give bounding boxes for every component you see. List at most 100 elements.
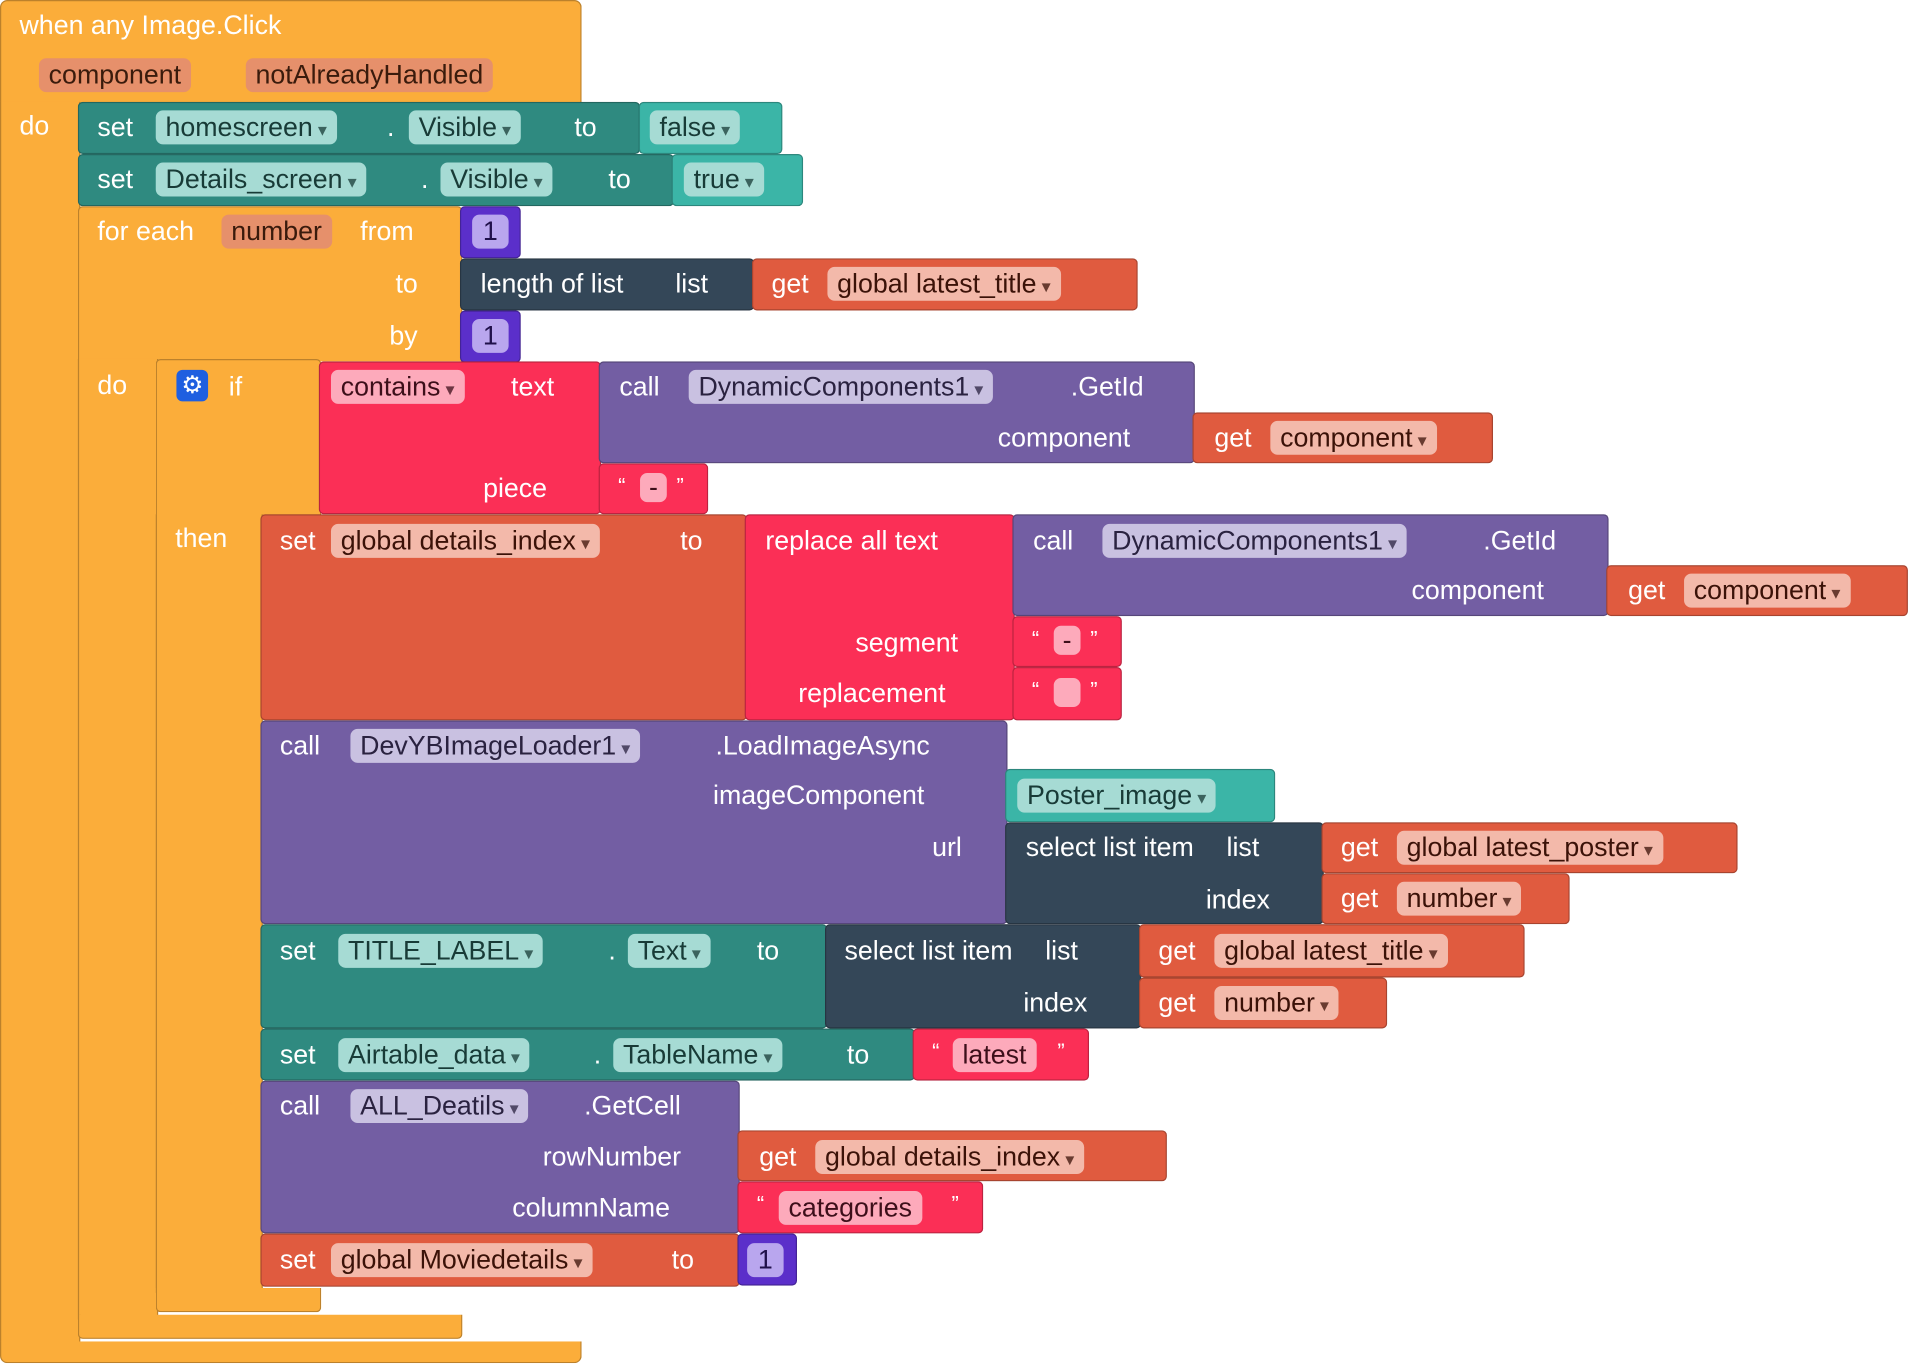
- load-image-method: .LoadImageAsync: [715, 730, 930, 761]
- true-value-dropdown[interactable]: true: [683, 162, 764, 197]
- for-each-footer: [77, 1314, 463, 1339]
- to-keyword: to: [846, 1039, 870, 1070]
- number-var-dropdown[interactable]: number: [1396, 881, 1522, 916]
- open-quote: “: [618, 474, 626, 499]
- moviedetails-number-value[interactable]: 1: [747, 1243, 784, 1278]
- all-details-dropdown[interactable]: ALL_Deatils: [350, 1089, 529, 1124]
- details-index-var-dropdown[interactable]: global details_index: [330, 523, 600, 558]
- set-keyword: set: [279, 1039, 316, 1070]
- close-quote: ”: [1090, 677, 1098, 703]
- if-keyword: if: [228, 371, 243, 402]
- for-each-var[interactable]: number: [221, 214, 332, 249]
- set-keyword: set: [97, 111, 134, 142]
- to-keyword: to: [671, 1244, 695, 1275]
- event-block-footer: [0, 1341, 582, 1364]
- dot-separator: .: [386, 111, 395, 142]
- image-loader-dropdown[interactable]: DevYBImageLoader1: [350, 728, 641, 763]
- event-param-component[interactable]: component: [38, 58, 191, 93]
- airtable-component-dropdown[interactable]: Airtable_data: [338, 1038, 530, 1073]
- for-each-do-label: do: [97, 369, 128, 401]
- call-keyword: call: [279, 1090, 321, 1121]
- replace-all-text-block[interactable]: [744, 514, 1015, 721]
- component-label: component: [1411, 574, 1544, 606]
- component-var-dropdown[interactable]: component: [1270, 420, 1437, 455]
- get-keyword: get: [1628, 574, 1666, 606]
- open-quote: “: [756, 1192, 765, 1217]
- call-keyword: call: [1033, 525, 1074, 556]
- event-block-body: [0, 101, 81, 1344]
- text-label: text: [511, 371, 555, 402]
- replacement-label: replacement: [798, 677, 946, 709]
- set-keyword: set: [97, 163, 134, 195]
- set-keyword: set: [279, 1244, 316, 1275]
- event-param-notalreadyhandled[interactable]: notAlreadyHandled: [245, 58, 493, 93]
- get-keyword: get: [1158, 987, 1196, 1018]
- piece-string-value[interactable]: -: [640, 472, 667, 503]
- replace-all-text-label: replace all text: [765, 525, 938, 556]
- set-keyword: set: [279, 525, 316, 556]
- title-label-dropdown[interactable]: TITLE_LABEL: [338, 933, 544, 968]
- list-label: list: [675, 268, 709, 299]
- get-keyword: get: [771, 268, 809, 299]
- latest-poster-var-dropdown[interactable]: global latest_poster: [1396, 830, 1663, 865]
- contains-dropdown[interactable]: contains: [330, 369, 465, 404]
- details-component-dropdown[interactable]: Details_screen: [155, 162, 367, 197]
- event-title: when any Image.Click: [19, 9, 282, 41]
- columnname-label: columnName: [512, 1192, 670, 1223]
- moviedetails-var-dropdown[interactable]: global Moviedetails: [330, 1243, 593, 1278]
- index-label: index: [1023, 987, 1088, 1018]
- details-index-get-dropdown[interactable]: global details_index: [815, 1140, 1085, 1174]
- to-keyword: to: [574, 111, 597, 142]
- length-of-list-block[interactable]: [459, 258, 755, 311]
- select-list-item-block[interactable]: [1005, 822, 1324, 925]
- image-component-label: imageComponent: [713, 779, 925, 811]
- to-keyword: to: [608, 163, 631, 195]
- getid-method: .GetId: [1483, 525, 1557, 556]
- tablename-property-dropdown[interactable]: TableName: [613, 1038, 783, 1073]
- index-label: index: [1205, 884, 1270, 915]
- false-value-dropdown[interactable]: false: [649, 110, 741, 145]
- by-keyword: by: [389, 320, 418, 351]
- homescreen-property-dropdown[interactable]: Visible: [408, 110, 521, 145]
- event-do-label: do: [19, 110, 50, 141]
- select-list-item-label: select list item: [844, 935, 1013, 966]
- open-quote: “: [1031, 627, 1040, 652]
- open-quote: “: [932, 1039, 940, 1064]
- rownumber-label: rowNumber: [542, 1141, 682, 1172]
- set-keyword: set: [279, 935, 316, 966]
- close-quote: ”: [1057, 1039, 1065, 1064]
- from-number-value[interactable]: 1: [472, 214, 509, 249]
- then-keyword: then: [175, 522, 228, 554]
- get-keyword: get: [1214, 422, 1252, 453]
- getcell-method: .GetCell: [584, 1090, 681, 1121]
- segment-string-value[interactable]: -: [1053, 625, 1081, 655]
- categories-string-value[interactable]: categories: [778, 1190, 922, 1225]
- open-quote: “: [1031, 677, 1040, 703]
- dynamic-components-dropdown[interactable]: DynamicComponents1: [688, 369, 994, 404]
- replacement-string-value[interactable]: [1053, 677, 1081, 708]
- latest-title-var-dropdown-2[interactable]: global latest_title: [1214, 933, 1448, 968]
- list-label: list: [1226, 831, 1260, 863]
- dot-separator: .: [421, 163, 429, 195]
- number-var-dropdown-2[interactable]: number: [1214, 986, 1339, 1020]
- by-number-value[interactable]: 1: [472, 318, 509, 353]
- getid-method: .GetId: [1070, 371, 1144, 402]
- text-property-dropdown[interactable]: Text: [627, 933, 711, 968]
- details-property-dropdown[interactable]: Visible: [440, 162, 553, 197]
- select-list-item-label: select list item: [1025, 831, 1194, 863]
- length-of-list-label: length of list: [480, 268, 624, 299]
- poster-image-dropdown[interactable]: Poster_image: [1017, 778, 1217, 813]
- latest-string-value[interactable]: latest: [952, 1038, 1037, 1073]
- homescreen-component-dropdown[interactable]: homescreen: [155, 110, 337, 145]
- component-var-dropdown-2[interactable]: component: [1684, 573, 1851, 608]
- latest-title-var-dropdown[interactable]: global latest_title: [827, 266, 1061, 301]
- to-keyword: to: [680, 525, 703, 556]
- if-block-footer: [155, 1287, 322, 1313]
- dot-separator: .: [593, 1039, 602, 1070]
- for-each-body: [77, 358, 159, 1320]
- close-quote: ”: [951, 1192, 959, 1217]
- call-keyword: call: [279, 730, 321, 761]
- dynamic-components-dropdown-2[interactable]: DynamicComponents1: [1102, 523, 1407, 558]
- mutator-gear-icon[interactable]: ⚙: [176, 369, 209, 402]
